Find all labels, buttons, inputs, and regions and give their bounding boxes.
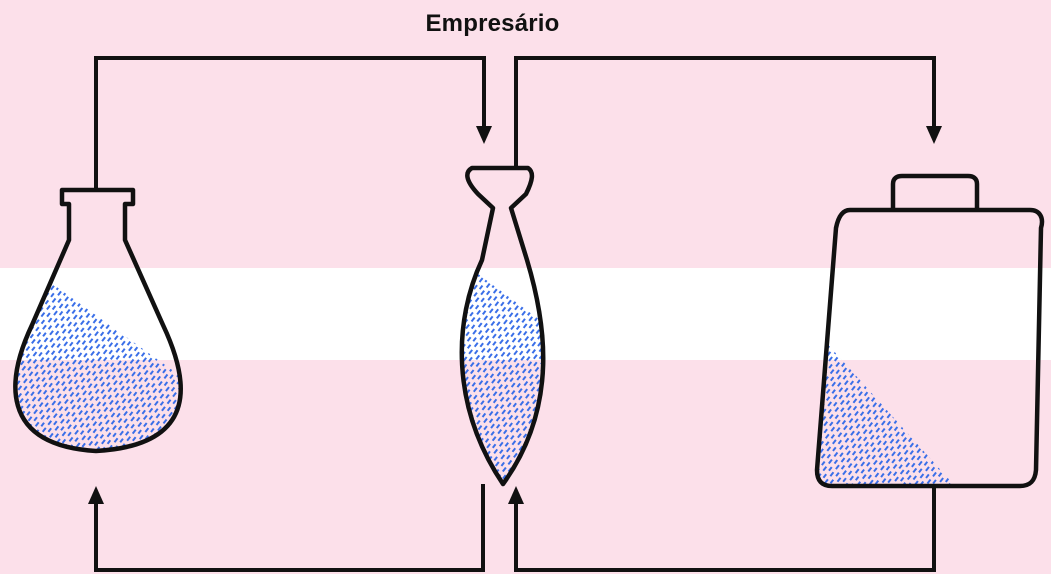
edge-container-to-tie [516,486,934,570]
container-liquid-hatch [815,330,955,486]
edge-tie-to-container [516,58,934,168]
arrow-down-icon [476,126,492,144]
erlenmeyer-flask-icon [0,190,200,460]
container-icon [815,176,1042,486]
arrow-down-icon [926,126,942,144]
edge-flask-to-tie [96,58,484,190]
diagram-title: Empresário [0,10,985,38]
separatory-funnel-icon [440,168,560,500]
arrow-up-icon [88,486,104,504]
arrow-up-icon [508,486,524,504]
container-handle [893,176,977,210]
flask-liquid-hatch [0,275,200,460]
edge-tie-to-flask [96,484,483,570]
